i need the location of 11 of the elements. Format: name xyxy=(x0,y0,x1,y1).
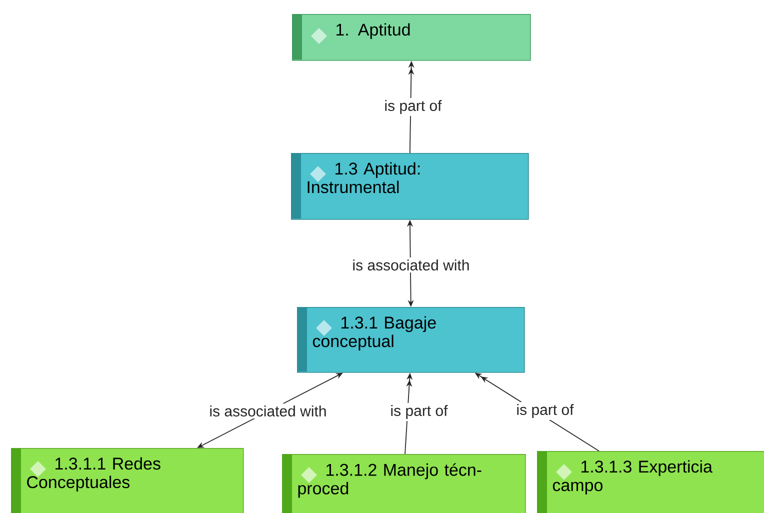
concept-box: 1.3.1.3 Experticia campo xyxy=(537,451,764,513)
concept-box: 1.3 Aptitud: Instrumental xyxy=(291,153,529,220)
concept-box: 1.3.1.2 Manejo técn-proced xyxy=(282,454,526,513)
edge-label: is part of xyxy=(388,403,450,421)
concept-box: 1.3.1 Bagaje conceptual xyxy=(297,307,525,373)
edge-label: is part of xyxy=(514,402,576,420)
concept-box: 1. Aptitud xyxy=(292,14,531,61)
edge-label: is part of xyxy=(382,98,444,116)
edge-label: is associated with xyxy=(350,257,472,272)
edge-label: is associated with xyxy=(207,403,329,418)
concept-box: 1.3.1.1 Redes Conceptuales xyxy=(11,448,244,513)
